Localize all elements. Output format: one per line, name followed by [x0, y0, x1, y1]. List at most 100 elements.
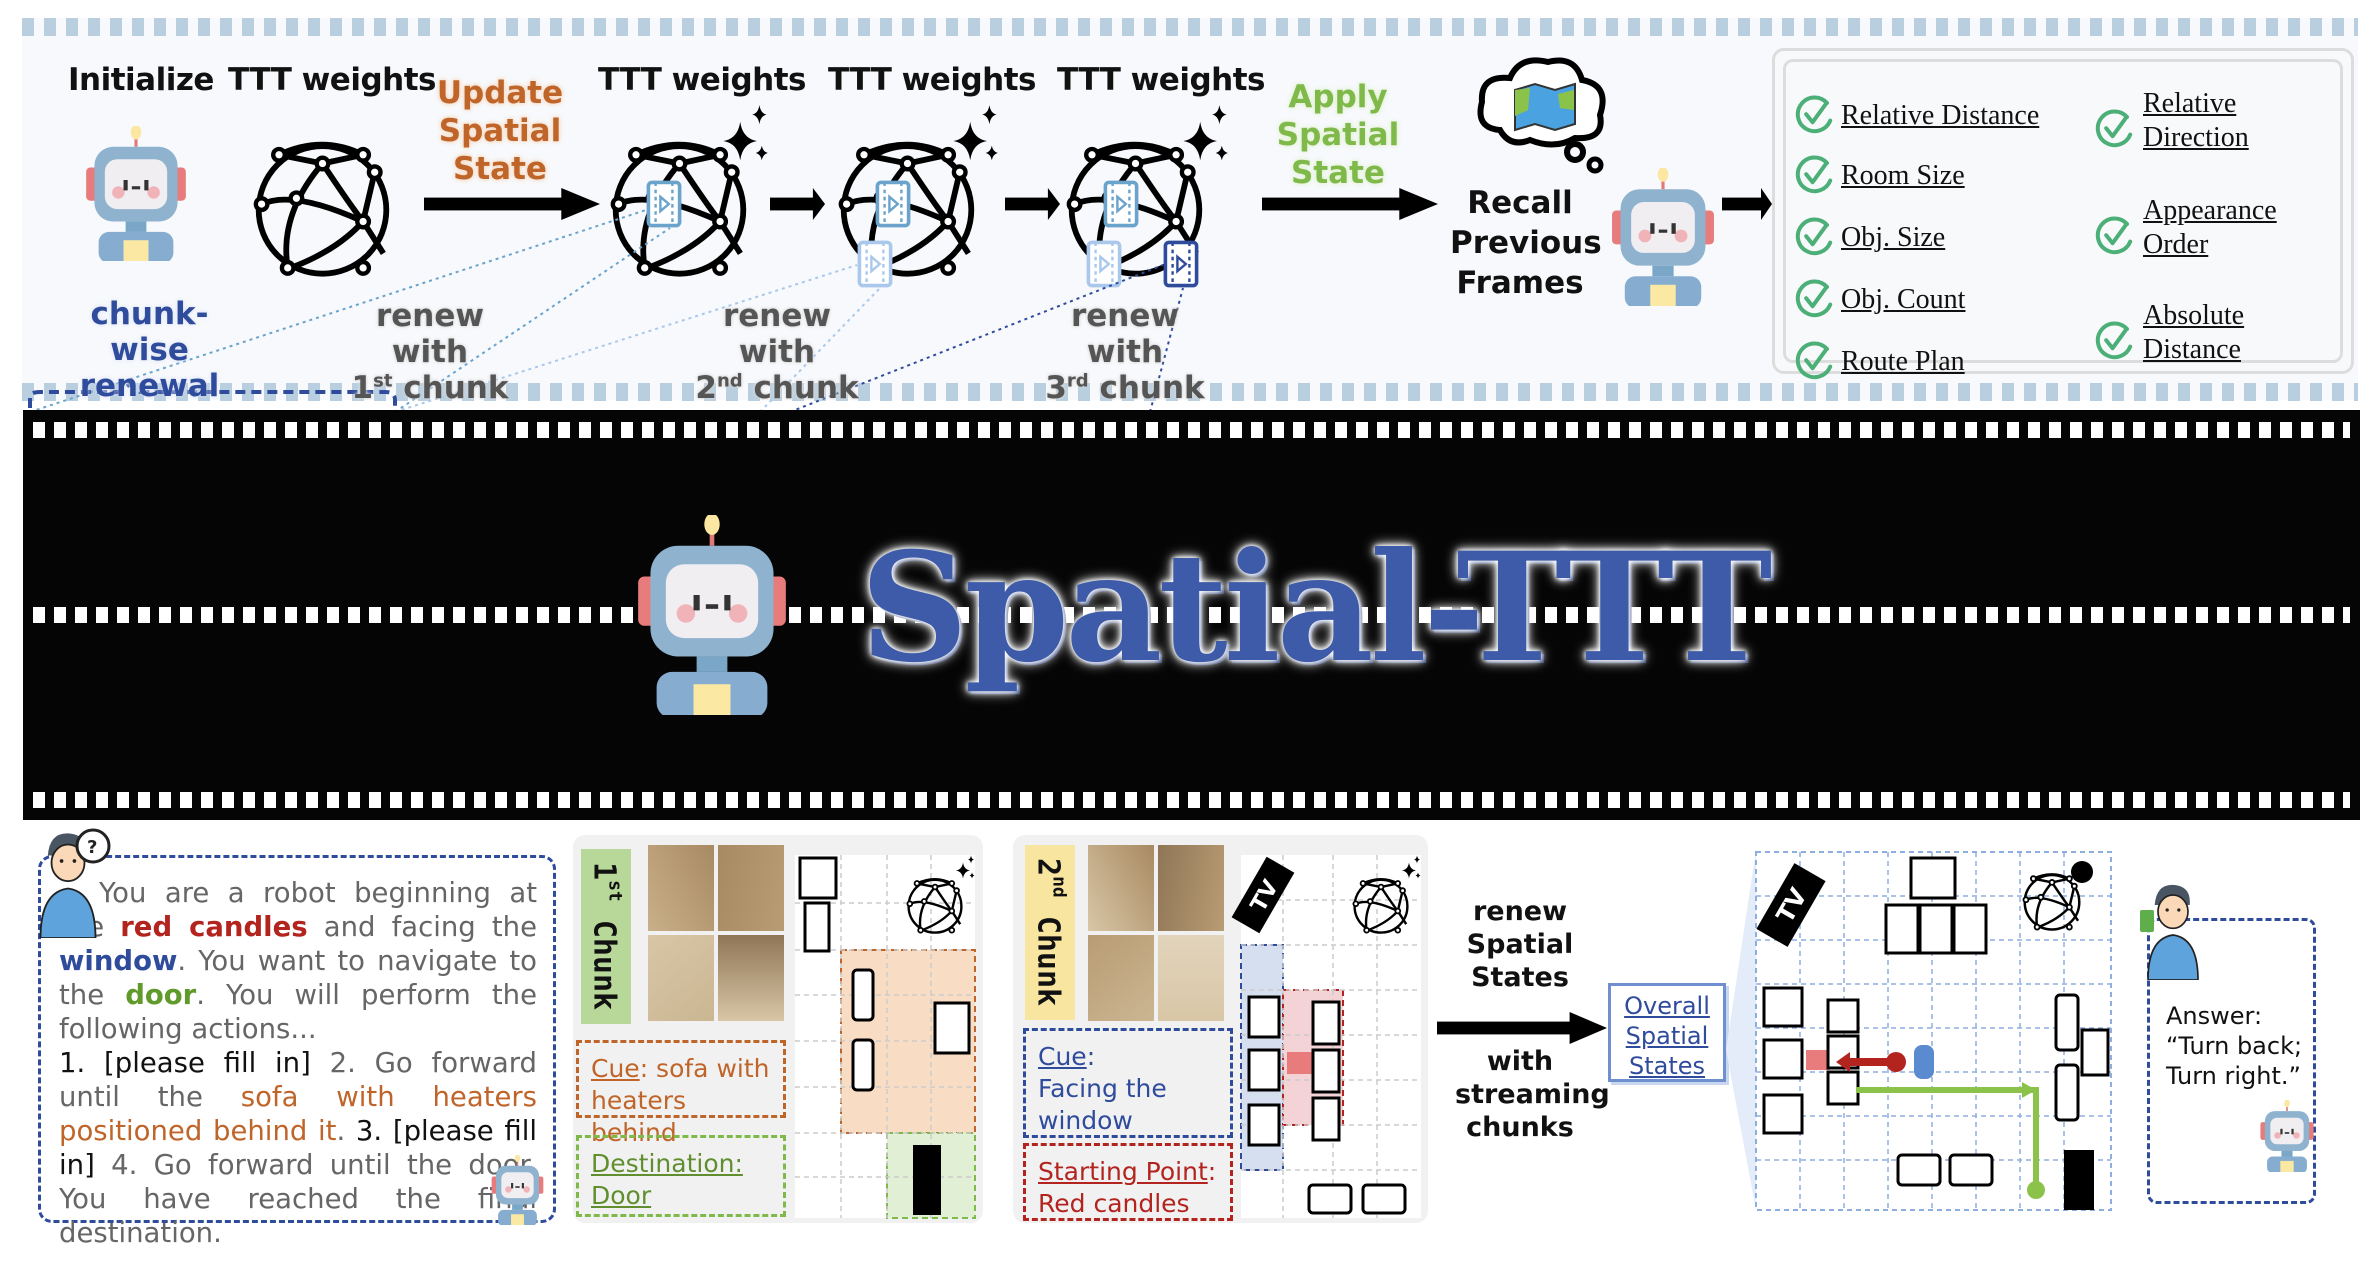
ttt-weights-label-0: TTT weights — [228, 62, 436, 98]
cabinet-icon — [803, 901, 831, 953]
robot-logo-icon — [632, 515, 792, 715]
chunk1-tag: 1st Chunk — [581, 849, 631, 1024]
door-icon — [2064, 1150, 2094, 1210]
cabinet-icon — [1884, 903, 1920, 955]
thought-cloud-map-icon — [1477, 57, 1606, 174]
sofa-icon — [851, 968, 875, 1022]
robot-icon — [2258, 1100, 2316, 1172]
ttt-weights-label-3: TTT weights — [1057, 62, 1265, 98]
chunk1-destination-box: Destination:Door — [576, 1135, 786, 1217]
arrow-right-icon — [1437, 1012, 1607, 1044]
red-candles-icon — [1806, 1050, 1830, 1070]
film-sprocket-row — [33, 422, 2350, 438]
chunk-frame — [718, 845, 784, 931]
sofa-icon — [851, 1038, 875, 1092]
capability-checklist: Relative Distance Room Size Obj. Size Ob… — [1772, 48, 2354, 374]
chunk-frame — [648, 845, 714, 931]
cabinet-icon — [1826, 1070, 1860, 1106]
ttt-weights-label-1: TTT weights — [598, 62, 806, 98]
chunk-frame — [1088, 935, 1154, 1021]
cabinet-icon — [1918, 903, 1954, 955]
cabinet-icon — [1952, 903, 1988, 955]
chunk2-cue-box: Cue:Facing the window — [1023, 1028, 1233, 1138]
window-icon — [1762, 986, 1804, 1028]
sofa-icon — [2054, 993, 2080, 1052]
ttt-weights-label-2: TTT weights — [828, 62, 1036, 98]
sofa-icon — [1948, 1153, 1994, 1187]
chunk2-frames — [1088, 845, 1228, 1025]
sofa-icon — [1361, 1183, 1407, 1215]
robot-icon — [490, 1155, 545, 1225]
window-icon — [1247, 1048, 1281, 1092]
window-icon — [1247, 1103, 1281, 1147]
painting-icon — [1909, 856, 1957, 900]
tv-icon: TV — [1231, 856, 1295, 934]
initialize-label: Initialize — [68, 62, 214, 98]
svg-text:?: ? — [87, 837, 97, 858]
cabinet-icon — [1826, 998, 1860, 1034]
chunk2-spatial-map: TV — [1231, 855, 1421, 1218]
painting-icon — [933, 1001, 971, 1055]
chunk-bracket — [28, 381, 397, 410]
capability-obj-count: Obj. Count — [1841, 284, 1966, 315]
capability-obj-size: Obj. Size — [1841, 222, 1946, 253]
task-prompt-text: You are a robot beginning at the red can… — [59, 877, 538, 1249]
chunk2-starting-point-box: Starting Point:Red candles — [1023, 1143, 1233, 1221]
sofa-icon — [1896, 1153, 1942, 1187]
window-icon — [1762, 1093, 1804, 1135]
chunk1-spatial-map — [795, 855, 976, 1219]
robot-position-icon — [1914, 1045, 1934, 1079]
capability-relative-distance: Relative Distance — [1841, 100, 2040, 131]
destination-marker — [2027, 1181, 2045, 1199]
overall-spatial-map: TV — [1726, 850, 2112, 1211]
title-logo: Spatial-TTT — [860, 520, 1772, 696]
capability-route-plan: Route Plan — [1841, 346, 1965, 377]
check-badge-icon — [2071, 861, 2093, 883]
person-thumbs-up-icon — [2140, 880, 2208, 980]
chunk-frame — [718, 935, 784, 1021]
door-icon — [913, 1145, 941, 1215]
cabinet-icon — [1311, 1000, 1341, 1046]
sofa-icon — [1307, 1183, 1353, 1215]
chunk1-cue-box: Cue: sofa with heaters behind — [576, 1040, 786, 1147]
film-sprocket-row — [33, 607, 2350, 623]
red-candles-icon — [1287, 1052, 1315, 1074]
window-icon — [1247, 995, 1281, 1039]
chunk-frame — [1088, 845, 1154, 931]
chunk-frame — [1158, 845, 1224, 931]
chunk-frame — [1158, 935, 1224, 1021]
chunk-connector-lines — [28, 209, 1184, 413]
painting-icon — [798, 856, 838, 900]
video-film-strip — [23, 410, 2360, 820]
capability-room-size: Room Size — [1841, 160, 1965, 191]
chunk2-panel: 2nd Chunk Cue:Facing the window Starting… — [1013, 835, 1428, 1223]
chunk1-panel: 1st Chunk Cue: sofa with heaters behind … — [573, 835, 983, 1223]
sofa-icon — [2054, 1063, 2080, 1122]
chunk2-tag: 2nd Chunk — [1025, 845, 1075, 1020]
film-sprocket-row — [33, 792, 2350, 808]
cabinet-icon — [1311, 1048, 1341, 1094]
painting-icon — [2080, 1028, 2110, 1077]
answer-text: Answer:“Turn back;Turn right.” — [2166, 1002, 2303, 1090]
checklist-inner-border — [1783, 59, 2343, 363]
decorative-stripe-bottom — [22, 383, 2358, 401]
chunk-frame — [648, 935, 714, 1021]
cabinet-icon — [1311, 1096, 1341, 1142]
decorative-stripe-top — [22, 18, 2358, 36]
task-prompt-box: You are a robot beginning at the red can… — [38, 855, 556, 1249]
window-icon — [1762, 1038, 1804, 1080]
thinking-person-icon: ? — [28, 828, 111, 938]
